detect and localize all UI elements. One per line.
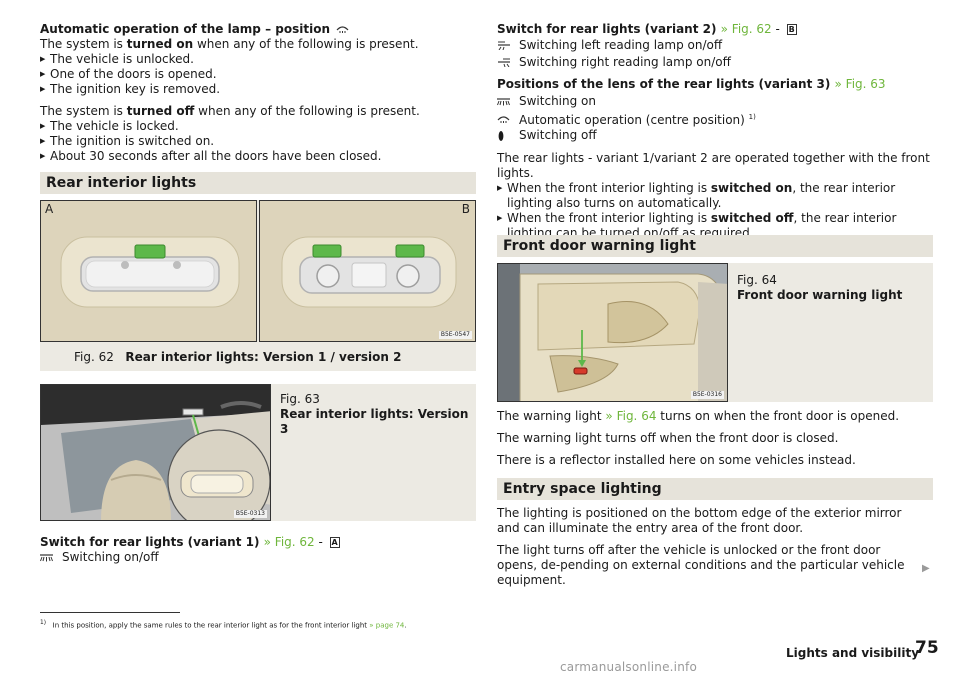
list-item: The vehicle is unlocked. [40, 52, 476, 67]
list-item: Automatic operation (centre position) [519, 112, 745, 127]
image-code: B5E-0547 [438, 331, 472, 339]
page-number: 75 [915, 638, 939, 658]
lamp-on-icon [497, 97, 510, 105]
label-a-box: A [329, 537, 340, 548]
figure-62-caption: Fig. 62 Rear interior lights: Version 1 … [74, 350, 402, 364]
footnote-ref: 1) [748, 112, 756, 121]
figure-63: B5E-0313 Fig. 63 Rear interior lights: V… [40, 384, 476, 521]
photo-door: B5E-0316 [497, 263, 728, 402]
figure-label-a: A [45, 202, 54, 216]
photo-version-1: A [40, 200, 257, 342]
warning-light-text: The warning light » Fig. 64 turns on whe… [497, 409, 933, 468]
warning-paragraph: There is a reflector installed here on s… [497, 453, 856, 467]
entry-paragraph: The light turns off after the vehicle is… [497, 543, 905, 587]
fig-62-link[interactable]: » Fig. 62 [720, 22, 772, 36]
on-intro: The system is turned on when any of the … [40, 37, 419, 51]
list-item: Switching on [519, 94, 596, 108]
auto-operation-block: Automatic operation of the lamp – positi… [40, 22, 476, 164]
fig-63-link[interactable]: » Fig. 63 [834, 77, 886, 91]
list-item: The vehicle is locked. [40, 119, 476, 134]
list-item: When the front interior lighting is swit… [497, 211, 933, 241]
section-front-door-warning-light: Front door warning light [497, 235, 933, 257]
footnote-mark: 1) [40, 620, 46, 626]
lens-positions-heading: Positions of the lens of the rear lights… [497, 77, 886, 91]
switch-variant-1-item: Switching on/off [40, 549, 476, 566]
list-item: Switching right reading lamp on/off [519, 55, 731, 69]
footnote: 1) In this position, apply the same rule… [40, 620, 407, 630]
off-intro: The system is turned off when any of the… [40, 104, 420, 118]
figure-63-title: Rear interior lights: Version 3 [280, 407, 469, 436]
figure-62: A B B5E-0547 Fig. 62 Rear interior light… [40, 200, 476, 371]
list-item: The ignition is switched on. [40, 134, 476, 149]
image-code: B5E-0313 [233, 510, 267, 518]
lamp-off-icon [498, 130, 504, 141]
rear-light-version-2-illustration [260, 201, 475, 341]
figure-63-num: Fig. 63 [280, 392, 320, 406]
watermark: carmanualsonline.info [560, 660, 697, 674]
image-code: B5E-0316 [690, 391, 724, 399]
reading-lamp-left-icon [498, 41, 510, 50]
auto-operation-heading: Automatic operation of the lamp – positi… [40, 22, 476, 37]
section-rear-interior-lights: Rear interior lights [40, 172, 476, 194]
photo-version-2: B B5E-0547 [259, 200, 476, 342]
figure-64-title: Front door warning light [737, 288, 903, 302]
list-item: Switching left reading lamp on/off [519, 38, 723, 52]
chapter-title: Lights and visibility [786, 646, 920, 660]
rear-light-version-3-illustration [41, 385, 270, 520]
list-item: When the front interior lighting is swit… [497, 181, 933, 211]
entry-paragraph: The lighting is positioned on the bottom… [497, 506, 902, 535]
switch-variant-2-item: Switching left reading lamp on/off [497, 37, 933, 54]
list-item: Switching off [519, 128, 597, 142]
rear-light-version-1-illustration [41, 201, 256, 341]
section-entry-space-lighting: Entry space lighting [497, 478, 933, 500]
rear-lights-intro: The rear lights - variant 1/variant 2 ar… [497, 151, 930, 180]
page-74-link[interactable]: » page 74 [369, 621, 405, 630]
fig-64-link[interactable]: » Fig. 64 [605, 409, 657, 423]
lens-item: Automatic operation (centre position) 1) [497, 110, 933, 127]
figure-label-b: B [461, 202, 470, 216]
reading-lamp-right-icon [498, 58, 510, 67]
photo-version-3: B5E-0313 [40, 384, 271, 521]
door-lamp-icon [497, 116, 510, 123]
list-item: Switching on/off [62, 550, 159, 564]
list-item: The ignition key is removed. [40, 82, 476, 97]
warning-paragraph: The warning light » Fig. 64 turns on whe… [497, 409, 900, 423]
switch-variant-2-heading: Switch for rear lights (variant 2) » Fig… [497, 22, 797, 36]
entry-lighting-text: The lighting is positioned on the bottom… [497, 506, 922, 588]
lamp-on-icon [40, 553, 53, 561]
warning-paragraph: The warning light turns off when the fro… [497, 431, 839, 445]
front-door-illustration [498, 264, 727, 401]
footnote-divider [40, 612, 180, 613]
figure-64: B5E-0316 Fig. 64 Front door warning ligh… [497, 263, 933, 402]
switch-variant-1-heading: Switch for rear lights (variant 1) » Fig… [40, 535, 340, 549]
rear-lights-text: The rear lights - variant 1/variant 2 ar… [497, 151, 933, 241]
lens-item: Switching on [497, 93, 933, 110]
list-item: One of the doors is opened. [40, 67, 476, 82]
lens-item: Switching off [497, 127, 933, 144]
list-item: About 30 seconds after all the doors hav… [40, 149, 476, 164]
switch-variant-2-item: Switching right reading lamp on/off [497, 54, 933, 71]
figure-64-num: Fig. 64 [737, 273, 777, 287]
label-b-box: B [786, 24, 797, 35]
door-lamp-icon [336, 26, 349, 33]
fig-62-link[interactable]: » Fig. 62 [263, 535, 315, 549]
continue-arrow-icon: ▶ [922, 563, 930, 574]
